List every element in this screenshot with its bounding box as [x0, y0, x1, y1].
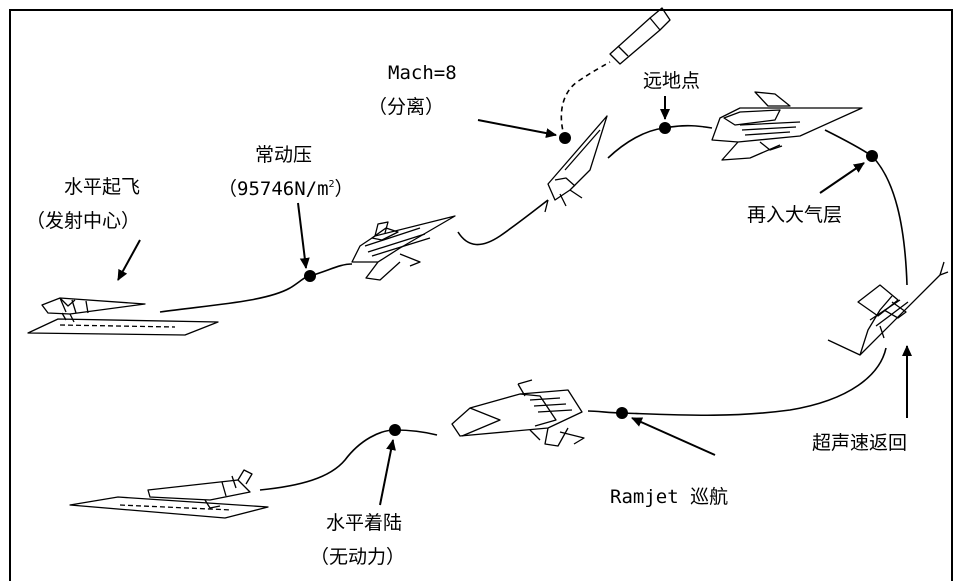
- trajectory-climb-to-separation: [457, 199, 549, 246]
- arrow-reentry: [819, 162, 865, 194]
- reentry-point: [866, 150, 878, 162]
- arrow-takeoff: [117, 239, 141, 281]
- const-q-close: ）: [334, 178, 354, 200]
- const-q-point: [304, 270, 316, 282]
- ramjet-point: [616, 407, 628, 419]
- arrow-ramjet: [631, 417, 716, 456]
- apogee-point: [659, 122, 671, 134]
- ramjet-cruise-label: Ramjet 巡航: [610, 486, 729, 508]
- trajectory-supersonic-return: [587, 347, 887, 417]
- frame-left-border: [9, 9, 11, 581]
- takeoff-label: 水平起飞: [64, 176, 141, 198]
- separation-dashed-path: [560, 61, 611, 139]
- upper-stage-aircraft-icon: [544, 115, 608, 213]
- const-q-value: （95746N/m: [218, 178, 329, 200]
- climb-aircraft-icon: [351, 215, 456, 281]
- ramjet-aircraft-icon: [451, 379, 585, 447]
- landing-label: 水平着陆: [326, 512, 403, 534]
- landing-sublabel: （无动力）: [310, 546, 406, 568]
- trajectory-takeoff-to-climb: [159, 263, 353, 313]
- trajectory-cruise-to-landing: [259, 429, 438, 491]
- landing-aircraft-icon: [69, 469, 269, 519]
- supersonic-return-label: 超声速返回: [812, 432, 908, 454]
- const-q-exponent: 2: [328, 179, 335, 190]
- takeoff-sublabel: （发射中心）: [26, 210, 141, 232]
- const-q-sublabel: （95746N/m2）: [218, 180, 354, 199]
- reentry-aircraft-icon: [827, 261, 949, 356]
- arrow-landing: [379, 439, 396, 506]
- reentry-label: 再入大气层: [747, 204, 843, 226]
- mach-label: Mach=8: [388, 62, 457, 84]
- const-q-label: 常动压: [255, 144, 313, 166]
- arrow-const-q: [297, 202, 310, 269]
- arrow-separation: [477, 119, 557, 139]
- trajectory-to-reentry: [824, 129, 873, 157]
- apogee-aircraft-icon: [711, 91, 863, 161]
- apogee-label: 远地点: [643, 70, 701, 92]
- frame-right-border: [951, 9, 953, 581]
- payload-stage-icon: [609, 7, 671, 65]
- separation-point: [559, 132, 571, 144]
- landing-point: [389, 424, 401, 436]
- frame-top-border: [9, 9, 953, 11]
- takeoff-aircraft-icon: [27, 297, 219, 336]
- trajectory-descent: [871, 155, 908, 286]
- separation-label: （分离）: [368, 96, 445, 118]
